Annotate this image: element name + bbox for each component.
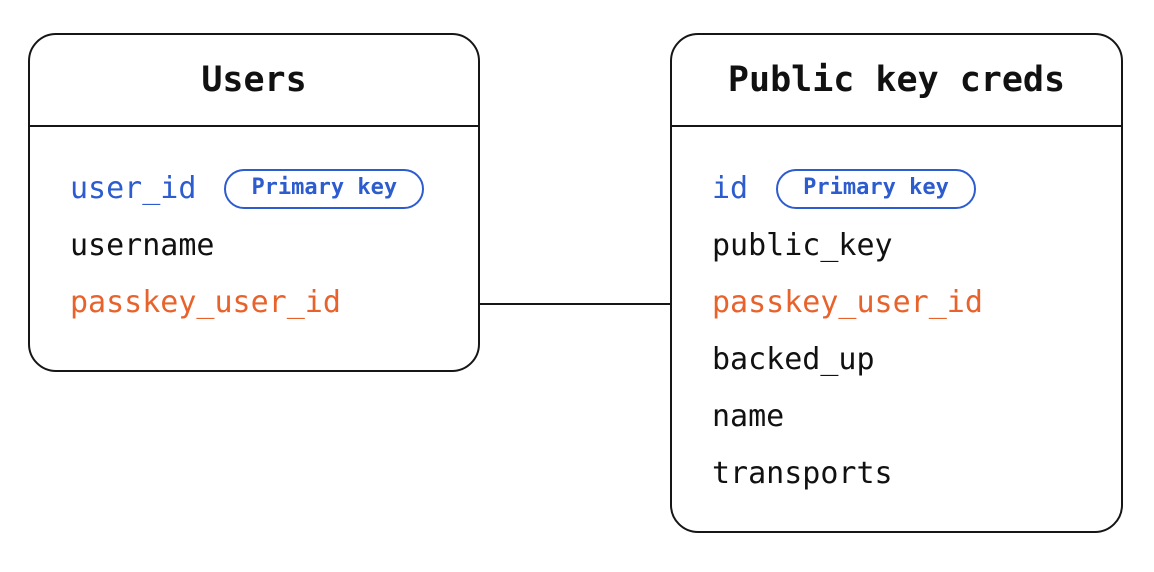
field-row: id Primary key (712, 160, 1121, 217)
field-row: backed_up (712, 331, 1121, 388)
field-name: user_id (70, 170, 197, 206)
table-header: Public key creds (672, 35, 1121, 127)
table-title: Users (201, 60, 307, 100)
primary-key-badge: Primary key (224, 168, 425, 209)
field-name: backed_up (712, 341, 875, 377)
field-row: passkey_user_id (70, 274, 478, 331)
field-row: name (712, 388, 1121, 445)
field-row: transports (712, 445, 1121, 502)
table-header: Users (30, 35, 478, 127)
primary-key-badge: Primary key (776, 168, 976, 209)
field-name: passkey_user_id (712, 284, 983, 320)
field-row: passkey_user_id (712, 274, 1121, 331)
field-name: id (712, 170, 749, 206)
field-name: passkey_user_id (70, 284, 341, 320)
field-name: name (712, 398, 785, 434)
field-row: username (70, 217, 478, 274)
field-name: public_key (712, 227, 893, 263)
relationship-line (478, 303, 672, 305)
field-name: username (70, 227, 215, 263)
table-card-public-key-creds: Public key creds id Primary key public_key… (670, 33, 1123, 533)
field-name: transports (712, 455, 893, 491)
field-row: user_id Primary key (70, 160, 478, 217)
field-row: public_key (712, 217, 1121, 274)
table-title: Public key creds (727, 60, 1066, 100)
